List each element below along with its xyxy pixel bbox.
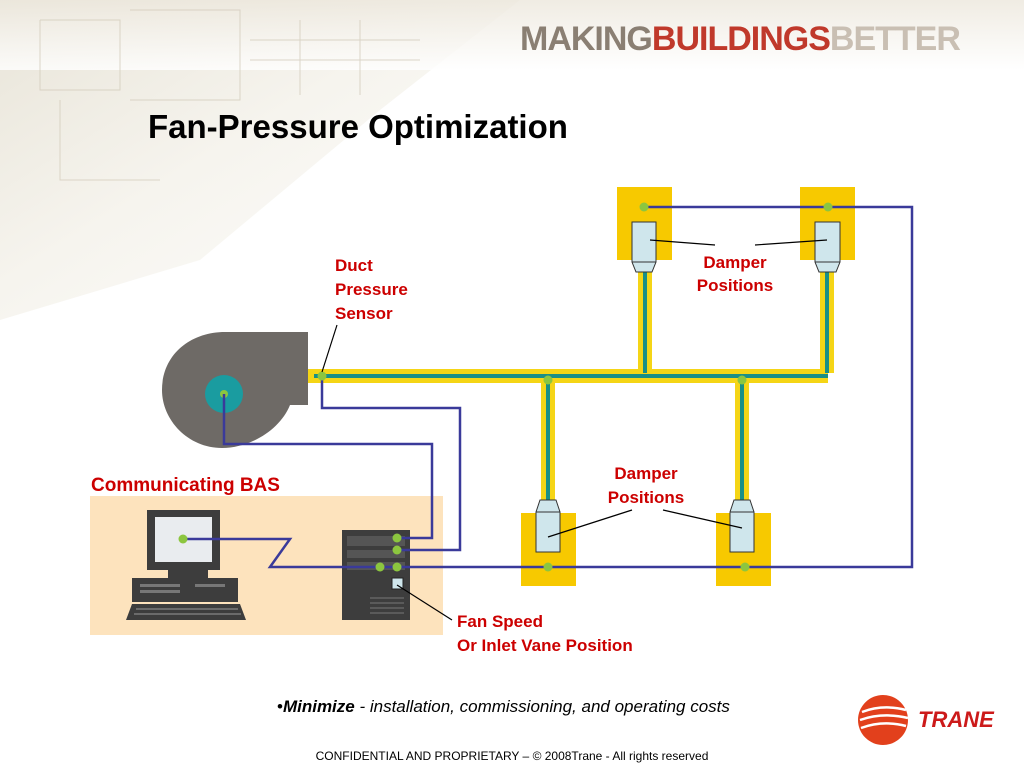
damper-box-top-left: [617, 187, 672, 273]
background-watermark: [0, 0, 520, 320]
bullet-text: •Minimize - installation, commissioning,…: [277, 697, 730, 716]
fan-speed-label-line1: Fan Speed: [457, 612, 543, 631]
footer-text: CONFIDENTIAL AND PROPRIETARY – © 2008Tra…: [316, 749, 709, 763]
damper-box-top-right: [800, 187, 855, 273]
trane-logo: TRANE: [858, 695, 995, 745]
damper-bottom-label-line1: Damper: [614, 464, 678, 483]
page-title: Fan-Pressure Optimization: [148, 108, 568, 145]
duct-sensor-label-line3: Sensor: [335, 304, 393, 323]
banner-strip: [0, 0, 1024, 70]
connection-points: [178, 202, 833, 572]
banner-text: MAKINGBUILDINGSBETTER: [520, 20, 960, 58]
fan-speed-label-line2: Or Inlet Vane Position: [457, 636, 633, 655]
damper-bottom-label-line2: Positions: [608, 488, 685, 507]
damper-top-label-line1: Damper: [703, 253, 767, 272]
communication-wiring: [183, 205, 914, 569]
controller-cabinet-icon: [342, 530, 410, 620]
duct-sensor-label-line2: Pressure: [335, 280, 408, 299]
logo-text: TRANE: [918, 707, 995, 732]
damper-box-bottom-right: [716, 499, 771, 586]
damper-top-label-line2: Positions: [697, 276, 774, 295]
leader-lines: [321, 239, 828, 621]
building-sketch: [39, 9, 420, 181]
damper-box-bottom-left: [521, 499, 576, 586]
duct-sensor-label-line1: Duct: [335, 256, 373, 275]
bas-label: Communicating BAS: [91, 475, 280, 496]
duct-network: [300, 270, 834, 500]
